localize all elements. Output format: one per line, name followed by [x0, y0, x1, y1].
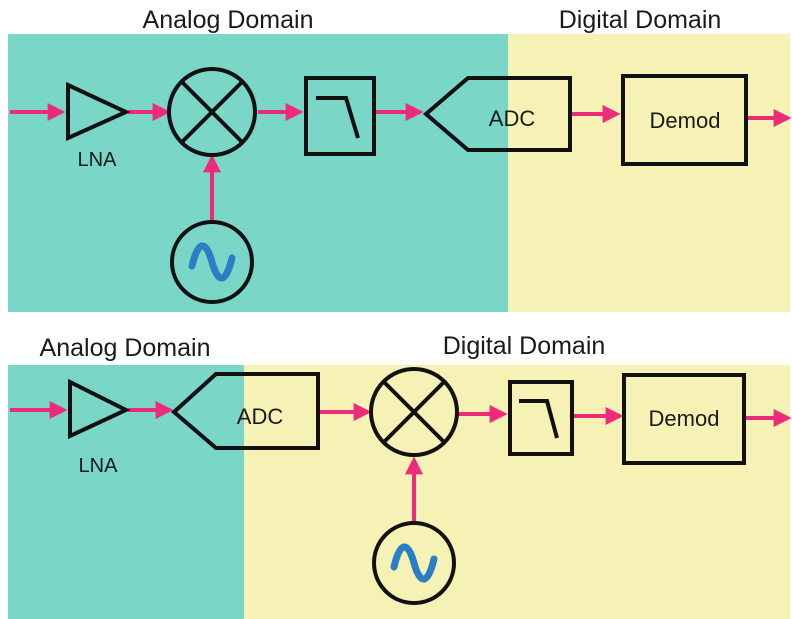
top-lna-amplifier-icon: [66, 81, 131, 142]
top-analog-region: [8, 34, 508, 312]
top-mixer-icon: [167, 67, 257, 157]
bottom-lowpass-filter-icon: [508, 380, 574, 456]
bottom-analog-region: [8, 365, 244, 619]
bottom-lna-label: LNA: [79, 455, 119, 477]
top-lowpass-filter-icon: [304, 76, 376, 156]
bottom-digital-title: Digital Domain: [443, 332, 606, 360]
bottom-mixer-icon: [369, 367, 459, 457]
top-lna-label: LNA: [78, 149, 118, 171]
bottom-adc-block: [170, 372, 320, 450]
bottom-diagram: Analog Domain Digital Domain LNA ADC: [8, 332, 792, 619]
bottom-demod-label: Demod: [649, 406, 720, 431]
bottom-lna-amplifier-icon: [68, 378, 131, 440]
bottom-analog-title: Analog Domain: [40, 334, 211, 362]
bottom-digital-region: [244, 365, 790, 619]
bottom-demod-block: [622, 373, 746, 465]
top-diagram: Analog Domain Digital Domain LNA: [8, 6, 792, 312]
top-digital-title: Digital Domain: [559, 6, 722, 34]
top-demod-label: Demod: [650, 108, 721, 133]
top-adc-block: [422, 76, 572, 152]
top-local-oscillator-icon: [170, 220, 254, 304]
top-analog-title: Analog Domain: [143, 6, 314, 34]
bottom-adc-label: ADC: [237, 404, 284, 429]
top-adc-label: ADC: [489, 106, 536, 131]
bottom-local-oscillator-icon: [372, 521, 456, 605]
top-digital-region: [508, 34, 790, 312]
top-demod-block: [621, 74, 748, 166]
